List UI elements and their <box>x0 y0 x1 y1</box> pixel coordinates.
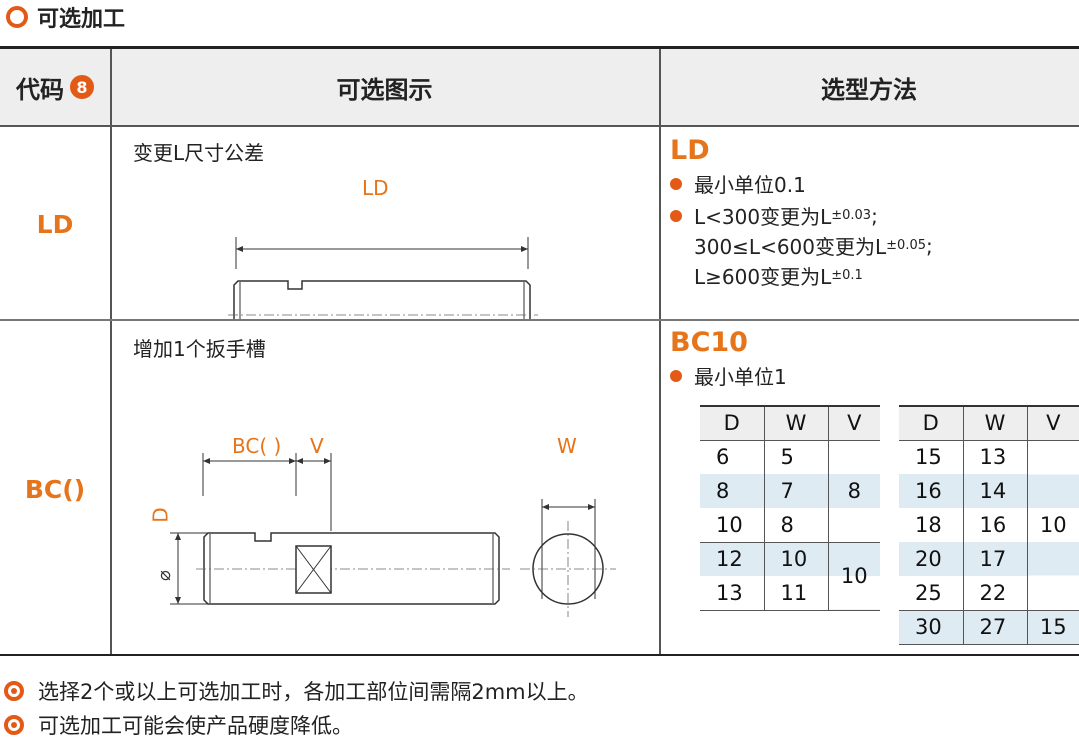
section-title-row: 可选加工 <box>0 0 125 34</box>
bullet-item: 最小单位0.1 <box>670 169 806 198</box>
table-row: 13 11 <box>700 576 880 611</box>
table-row: 12 10 10 <box>700 542 880 611</box>
shaft-ld-diagram <box>228 237 538 319</box>
size-table-left: D W V 6 5 8 8 7 10 8 12 10 10 13 11 <box>700 405 880 611</box>
shaft-bc-diagram: ⌀ <box>154 453 616 617</box>
target-bullet-icon <box>4 681 24 701</box>
footnote: 选择2个或以上可选加工时，各加工部位间需隔2mm以上。 <box>4 676 589 706</box>
options-table: 代码 8 可选图示 选型方法 LD 变更L尺寸公差 LD LD 最小单位0.1 … <box>0 46 1079 656</box>
code-bc: BC() <box>24 474 86 504</box>
header-figure: 可选图示 <box>110 49 659 127</box>
method-title-bc: BC10 <box>670 327 748 358</box>
dim-label-d: D <box>148 507 173 523</box>
bullet-dot-icon <box>670 369 682 382</box>
svg-text:⌀: ⌀ <box>154 570 175 581</box>
method-title-ld: LD <box>670 135 710 166</box>
table-row: 30 27 15 <box>899 610 1079 645</box>
header-code-label: 代码 <box>16 75 64 104</box>
table-row: 10 8 <box>700 508 880 543</box>
code-badge: 8 <box>70 75 94 99</box>
table-row: 15 13 10 <box>899 440 1079 611</box>
bullet-item: 最小单位1 <box>670 361 787 390</box>
header-method: 选型方法 <box>659 49 1079 127</box>
row-divider <box>0 319 1079 321</box>
table-row: 20 17 <box>899 542 1079 576</box>
target-bullet-icon <box>4 715 24 735</box>
table-row: 18 16 <box>899 508 1079 542</box>
dim-label-bc: BC( ) <box>232 434 282 458</box>
tolerance-line: L≥600变更为L±0.1 <box>694 265 863 289</box>
dim-label-v: V <box>310 434 324 458</box>
bullet-dot-icon <box>670 209 682 222</box>
bullet-item: L<300变更为L±0.03; <box>670 201 878 230</box>
tolerance-line: 300≤L<600变更为L±0.05; <box>694 233 933 260</box>
column-divider <box>110 49 112 654</box>
code-ld: LD <box>36 209 74 239</box>
header-code: 代码 8 <box>0 49 110 127</box>
dim-label-w: W <box>557 434 577 458</box>
caption-bc: 增加1个扳手槽 <box>133 337 266 361</box>
column-divider <box>659 49 661 654</box>
footnote: 可选加工可能会使产品硬度降低。 <box>4 710 353 740</box>
size-table-right: D W V 15 13 10 16 14 18 16 20 17 25 22 3… <box>899 405 1079 645</box>
caption-ld: 变更L尺寸公差 <box>133 141 265 165</box>
dim-label-ld: LD <box>362 176 389 200</box>
table-row: 6 5 8 <box>700 440 880 543</box>
table-row: 25 22 <box>899 576 1079 611</box>
bullet-dot-icon <box>670 177 682 190</box>
section-title: 可选加工 <box>37 7 126 32</box>
circle-bullet-icon <box>6 6 28 28</box>
